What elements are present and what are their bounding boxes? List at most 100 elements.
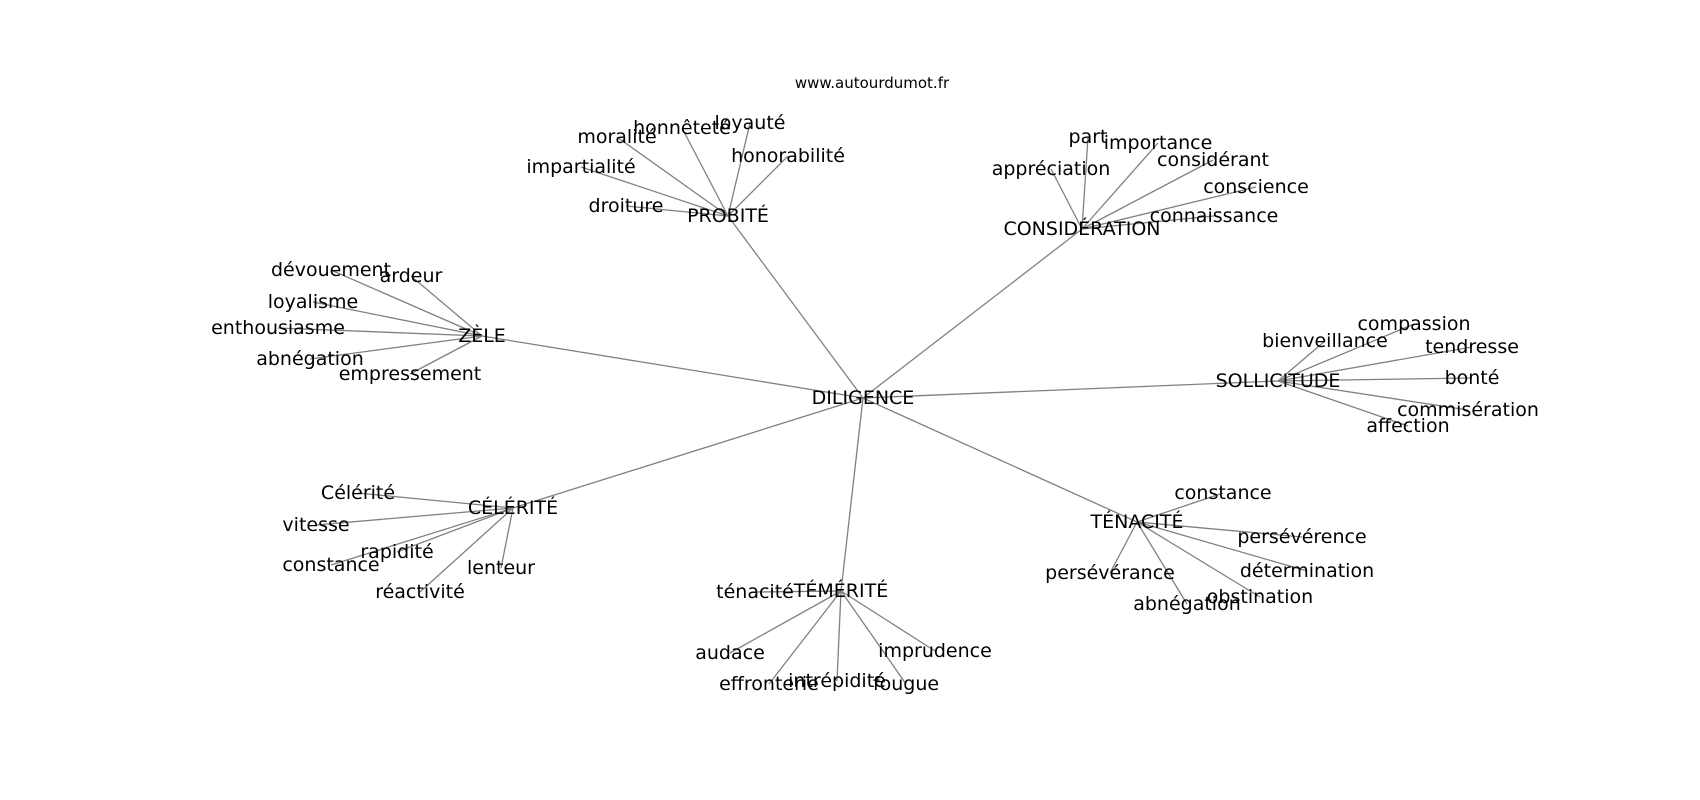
leaf-node: appréciation (992, 158, 1111, 180)
leaf-node: part (1069, 126, 1108, 148)
edge-tenacite-leaf (1136, 492, 1224, 523)
leaf-node: détermination (1240, 560, 1374, 582)
edge-center-celerite (512, 397, 864, 509)
edge-probite-leaf (727, 122, 751, 217)
leaf-node: obstination (1207, 586, 1313, 608)
leaf-node: loyalisme (268, 291, 358, 313)
leaf-node: considérant (1157, 149, 1269, 171)
leaf-node: empressement (339, 363, 482, 385)
leaf-node: réactivité (375, 581, 465, 603)
edge-temerite-leaf (754, 590, 842, 593)
leaf-node: moralité (577, 126, 656, 148)
hub-node-celerite: CÉLÉRITÉ (468, 496, 558, 519)
leaf-node: persévérance (1045, 562, 1175, 584)
edge-zele-leaf (409, 335, 483, 375)
hub-node-zele: ZÈLE (458, 324, 506, 347)
edge-tenacite-leaf (1136, 521, 1303, 538)
leaf-node: ténacité (716, 581, 794, 603)
leaf-node: commisération (1397, 399, 1539, 421)
leaf-node: bienveillance (1262, 330, 1388, 352)
leaf-node: loyauté (715, 112, 786, 134)
leaf-node: conscience (1203, 176, 1309, 198)
edge-tenacite-leaf (1136, 521, 1261, 598)
edge-probite-leaf (727, 155, 789, 217)
edge-sollicitude-leaf (1277, 380, 1469, 411)
edge-consideration-leaf (1050, 168, 1083, 230)
edge-probite-leaf (580, 166, 729, 217)
leaf-node: honnêteté (633, 117, 731, 139)
edge-consideration-leaf (1081, 136, 1089, 230)
edge-sollicitude-leaf (1277, 377, 1473, 382)
edge-temerite-leaf (768, 590, 842, 685)
watermark: www.autourdumot.fr (795, 74, 950, 92)
edge-celerite-leaf (357, 492, 514, 509)
edge-center-probite (727, 215, 864, 399)
edge-consideration-leaf (1081, 186, 1257, 230)
edge-sollicitude-leaf (1277, 346, 1473, 382)
edge-center-tenacite (862, 397, 1138, 523)
leaf-node: persévérence (1237, 526, 1366, 548)
edge-probite-leaf (681, 127, 729, 217)
hub-node-sollicitude: SOLLICITUDE (1216, 370, 1341, 392)
hub-node-temerite: TÉMÉRITÉ (793, 579, 888, 602)
hub-node-probite: PROBITÉ (687, 204, 769, 227)
leaf-node: ardeur (380, 265, 443, 287)
edge-temerite-leaf (840, 590, 936, 652)
edge-center-consideration (862, 228, 1083, 399)
leaf-node: affection (1366, 415, 1449, 437)
leaf-node: impartialité (526, 156, 635, 178)
leaf-node: enthousiasme (211, 317, 345, 339)
center-node: DILIGENCE (812, 387, 915, 409)
edge-temerite-leaf (840, 590, 907, 685)
edge-celerite-leaf (330, 507, 514, 566)
leaf-node: compassion (1357, 313, 1470, 335)
leaf-node: importance (1104, 132, 1213, 154)
edge-center-zele (481, 335, 864, 399)
leaf-node: vitesse (282, 514, 349, 536)
edge-zele-leaf (277, 327, 483, 337)
edge-consideration-leaf (1081, 142, 1159, 230)
edge-probite-leaf (625, 205, 729, 217)
leaf-node: constance (282, 554, 379, 576)
edge-tenacite-leaf (1136, 521, 1308, 572)
leaf-node: tendresse (1425, 336, 1519, 358)
leaf-node: rapidité (360, 541, 433, 563)
leaf-node: imprudence (878, 640, 992, 662)
leaf-node: constance (1174, 482, 1271, 504)
leaf-node: connaissance (1150, 205, 1279, 227)
edge-consideration-leaf (1081, 215, 1215, 230)
edge-probite-leaf (616, 136, 729, 217)
leaf-node: Célérité (321, 482, 395, 504)
leaf-node: droiture (589, 195, 664, 217)
hub-node-consideration: CONSIDÉRATION (1003, 217, 1160, 240)
leaf-node: abnégation (256, 348, 364, 370)
edge-zele-leaf (309, 335, 483, 360)
edge-sollicitude-leaf (1277, 380, 1409, 427)
edge-celerite-leaf (396, 507, 514, 553)
edge-sollicitude-leaf (1277, 340, 1326, 382)
edge-celerite-leaf (419, 507, 514, 593)
edge-consideration-leaf (1081, 159, 1214, 230)
edge-temerite-leaf (836, 590, 842, 682)
leaf-node: honorabilité (731, 145, 845, 167)
edge-center-temerite (840, 397, 864, 592)
edge-sollicitude-leaf (1277, 323, 1415, 382)
graph-edges (277, 122, 1473, 685)
leaf-node: dévouement (271, 259, 391, 281)
edge-zele-leaf (312, 301, 483, 337)
edge-center-sollicitude (862, 380, 1279, 399)
leaf-node: intrépidité (788, 670, 886, 692)
edge-temerite-leaf (729, 590, 842, 654)
leaf-node: abnégation (1133, 593, 1241, 615)
leaf-node: audace (695, 642, 765, 664)
leaf-node: lenteur (467, 557, 535, 579)
edge-zele-leaf (330, 269, 483, 337)
edge-tenacite-leaf (1136, 521, 1188, 605)
edge-zele-leaf (410, 275, 483, 337)
edge-tenacite-leaf (1109, 521, 1138, 574)
edge-celerite-leaf (315, 507, 514, 526)
leaf-node: fougue (873, 673, 939, 695)
edge-celerite-leaf (500, 507, 514, 569)
leaf-node: effronterie (719, 673, 819, 695)
